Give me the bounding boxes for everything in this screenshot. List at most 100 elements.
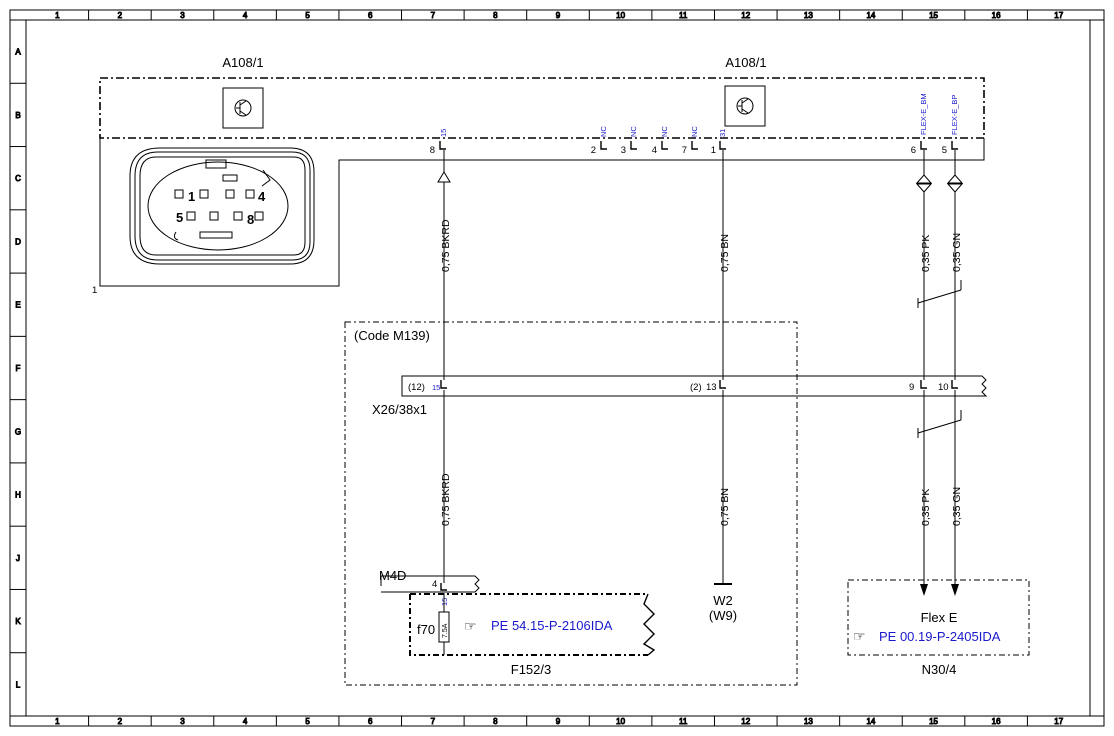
grid-col-label-top: 2 <box>118 11 123 20</box>
hand-pointer-icon[interactable]: ☞ <box>464 618 477 634</box>
a108-pin-3-signal: NC <box>629 126 638 137</box>
grid-row-label: J <box>16 554 20 563</box>
grid-row-label: D <box>15 237 21 246</box>
x26-label: X26/38x1 <box>372 402 427 417</box>
a108-pin-2-number: 2 <box>591 145 596 156</box>
code-m139-label: (Code M139) <box>354 328 430 343</box>
grid-col-label-top: 1 <box>55 11 60 20</box>
x26-pin-markers <box>440 380 958 389</box>
grid-col-label-top: 17 <box>1054 11 1063 20</box>
x26-pin-2: (2) <box>690 382 702 393</box>
a108-pin-1-number: 1 <box>711 145 716 156</box>
grid-col-label-top: 13 <box>804 11 813 20</box>
grid-col-label-top: 12 <box>741 11 750 20</box>
wire-bkrd <box>437 150 451 583</box>
wire-bn <box>714 150 732 585</box>
a108-left-label: A108/1 <box>222 55 263 70</box>
grid-col-label-top: 9 <box>556 11 561 20</box>
grid-col-label-top: 3 <box>180 11 185 20</box>
grid-row-label: K <box>15 617 21 626</box>
fuse-f70 <box>438 593 450 655</box>
grid-row-label: L <box>16 680 21 689</box>
grid-col-label-top: 5 <box>305 11 310 20</box>
transistor-symbol-right <box>724 85 766 127</box>
f152-label: F152/3 <box>511 662 551 677</box>
fuse-rating: 7.5A <box>442 623 449 638</box>
f70-label: f70 <box>417 622 435 637</box>
grid-col-label-top: 11 <box>679 11 688 20</box>
wire-pk <box>915 150 933 585</box>
grid-col-label-bottom: 13 <box>804 717 813 726</box>
grid-row-label: B <box>15 111 20 120</box>
x26-pin-13: 13 <box>706 382 717 393</box>
wire-label-bkrd-lower: 0,75 BKRD <box>440 473 452 526</box>
grid-row-label: G <box>15 427 21 436</box>
arrow-gn <box>951 584 959 596</box>
f152-box-break <box>642 593 656 656</box>
grid-col-label-top: 7 <box>431 11 436 20</box>
grid-col-label-bottom: 10 <box>616 717 625 726</box>
grid-col-label-top: 4 <box>243 11 248 20</box>
connector-view-frame <box>99 138 985 287</box>
reference-pe-00[interactable]: PE 00.19-P-2405IDA <box>879 629 1001 644</box>
grid-col-label-bottom: 2 <box>118 717 123 726</box>
n30-label: N30/4 <box>922 662 957 677</box>
wire-label-gn-lower: 0,35 GN <box>951 487 963 526</box>
a108-pin-6-number: 6 <box>911 145 916 156</box>
grid-col-label-bottom: 7 <box>431 717 436 726</box>
connector-pin-1: 1 <box>188 189 195 204</box>
a108-pin-5-number: 5 <box>942 145 947 156</box>
grid-col-label-bottom: 8 <box>493 717 498 726</box>
grid-col-label-bottom: 14 <box>866 717 875 726</box>
grid-col-label-bottom: 5 <box>305 717 310 726</box>
wire-gn <box>946 150 964 585</box>
grid-col-label-top: 10 <box>616 11 625 20</box>
reference-pe-54[interactable]: PE 54.15-P-2106IDA <box>491 618 613 633</box>
a108-pin-7-signal: NC <box>690 126 699 137</box>
w2-label: W2 <box>713 593 733 608</box>
grid-col-label-bottom: 4 <box>243 717 248 726</box>
connector-face-drawing <box>129 147 315 265</box>
grid-col-label-bottom: 15 <box>929 717 938 726</box>
wire-label-gn-upper: 0,35 GN <box>951 233 963 272</box>
m4d-connector <box>380 575 480 593</box>
x26-pin-12: (12) <box>408 382 425 393</box>
w9-label: (W9) <box>709 608 737 623</box>
grid-col-label-top: 14 <box>866 11 875 20</box>
grid-col-label-bottom: 1 <box>55 717 60 726</box>
x26-pin-10: 10 <box>938 382 949 393</box>
x26-pin-15: 15 <box>432 383 440 392</box>
f152-box <box>409 593 648 656</box>
a108-pin-5-signal: FLEX-E_BP <box>950 95 959 135</box>
a108-pin-4-signal: NC <box>660 126 669 137</box>
grid-col-label-top: 8 <box>493 11 498 20</box>
grid-row-label: A <box>15 48 21 57</box>
grid-col-label-bottom: 12 <box>741 717 750 726</box>
grid-row-label: E <box>15 301 20 310</box>
twisted-pair-marker <box>917 280 962 438</box>
wire-label-pk-lower: 0,35 PK <box>920 489 932 526</box>
a108-module-box <box>99 77 985 139</box>
transistor-symbol-left <box>222 87 264 129</box>
code-m139-box <box>344 321 798 686</box>
grid-col-label-top: 15 <box>929 11 938 20</box>
wire-label-pk-upper: 0,35 PK <box>920 235 932 272</box>
flex-e-label: Flex E <box>921 610 958 625</box>
a108-pin-3-number: 3 <box>621 145 626 156</box>
a108-pin-6-signal: FLEX-E_BM <box>919 93 928 135</box>
grid-row-label: F <box>16 364 21 373</box>
wire-label-bn-upper: 0,75 BN <box>719 234 731 272</box>
grid-col-label-bottom: 9 <box>556 717 561 726</box>
x26-connector-strip <box>401 375 988 397</box>
a108-pin-4-number: 4 <box>652 145 657 156</box>
hand-pointer-icon[interactable]: ☞ <box>853 628 866 644</box>
grid-col-label-bottom: 16 <box>992 717 1001 726</box>
a108-right-label: A108/1 <box>725 55 766 70</box>
grid-col-label-bottom: 17 <box>1054 717 1063 726</box>
drawing-frame <box>9 9 1105 727</box>
n30-box <box>847 579 1030 656</box>
transistor-icon <box>234 99 252 117</box>
